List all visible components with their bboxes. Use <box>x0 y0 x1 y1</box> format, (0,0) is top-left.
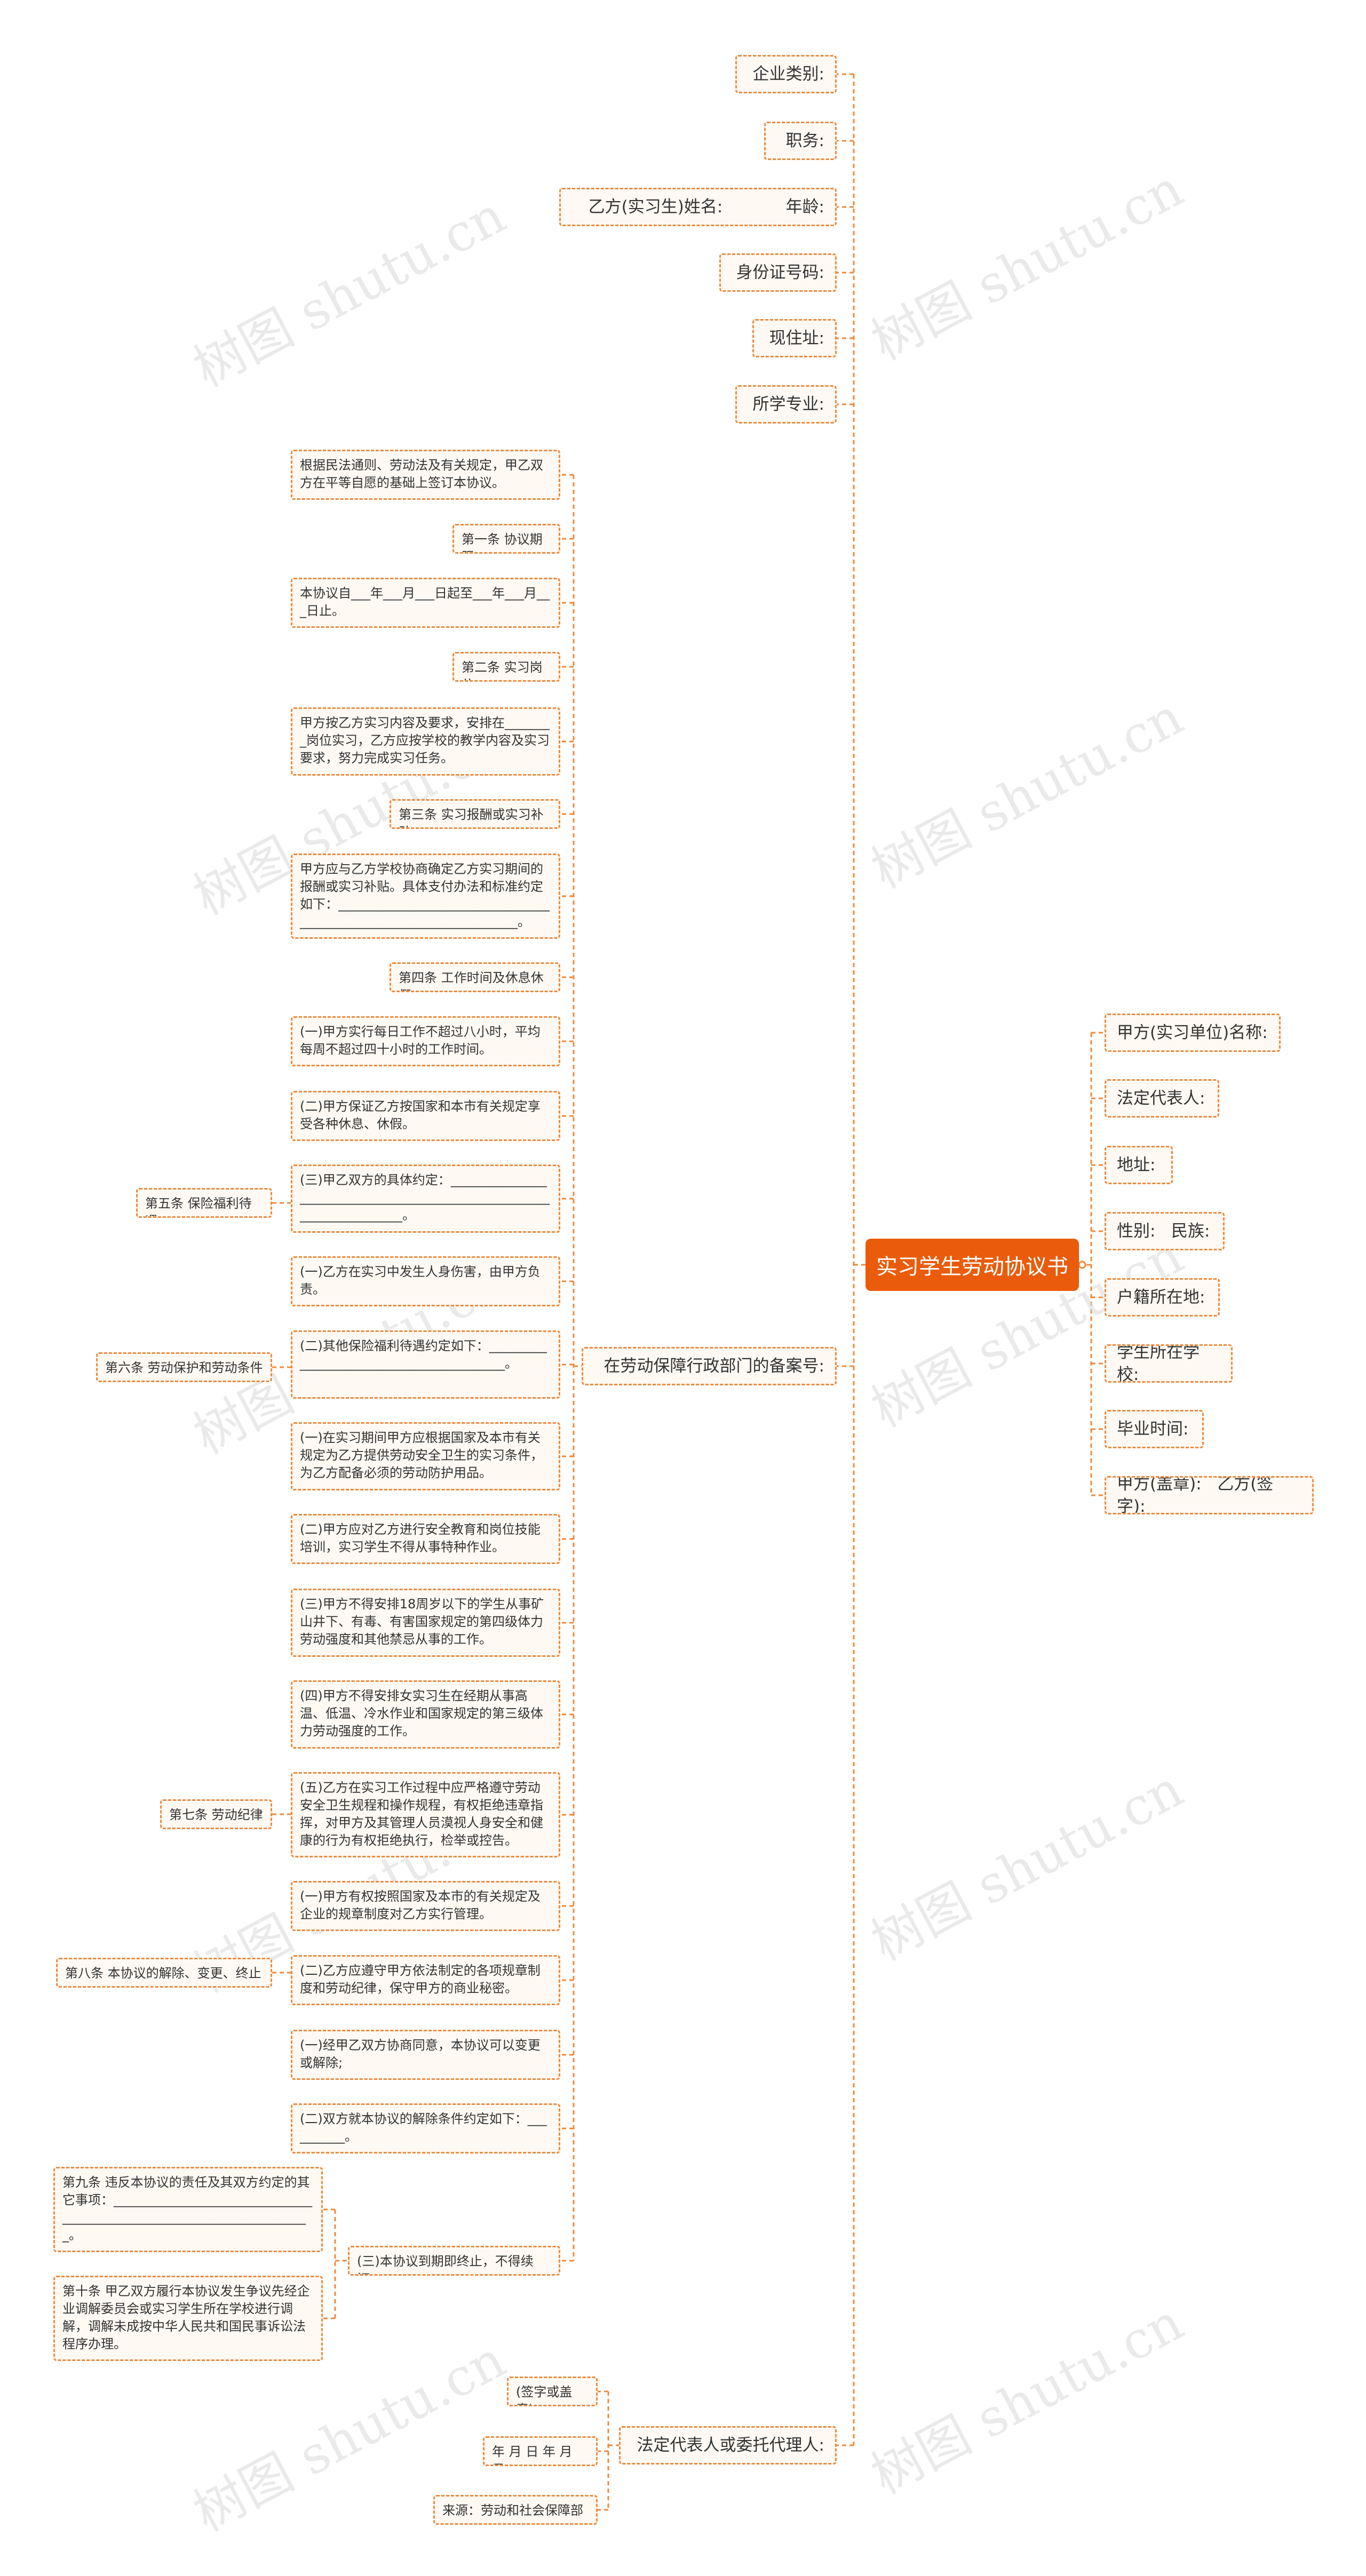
legal-rep-signature[interactable]: (签字或盖章) <box>507 2376 598 2406</box>
clause-expiry[interactable]: (三)本协议到期即终止，不得续订。 <box>348 2246 560 2276</box>
topic-graduation-date[interactable]: 毕业时间: <box>1105 1410 1204 1448</box>
topic-gender-ethnicity[interactable]: 性别: 民族: <box>1105 1212 1225 1250</box>
clause-safety-training[interactable]: (二)甲方应对乙方进行安全教育和岗位技能培训，实习学生不得从事特种作业。 <box>291 1514 560 1564</box>
legal-rep-date[interactable]: 年 月 日 年 月 日 <box>483 2436 598 2466</box>
clause-heading-3[interactable]: 第三条 实习报酬或实习补助 <box>390 799 560 829</box>
topic-enterprise-type[interactable]: 企业类别: <box>735 55 837 93</box>
root-topic[interactable]: 实习学生劳动协议书 <box>865 1239 1079 1291</box>
topic-student-school[interactable]: 学生所在学校: <box>1105 1344 1233 1383</box>
topic-party-a-name[interactable]: 甲方(实习单位)名称: <box>1105 1014 1281 1052</box>
clause-discipline[interactable]: (二)乙方应遵守甲方依法制定的各项规章制度和劳动纪律，保守甲方的商业秘密。 <box>291 1955 560 2005</box>
clause-management[interactable]: (一)甲方有权按照国家及本市的有关规定及企业的规章制度对乙方实行管理。 <box>291 1881 560 1931</box>
label-article-6[interactable]: 第六条 劳动保护和劳动条件 <box>96 1352 272 1382</box>
topic-current-address[interactable]: 现住址: <box>752 319 837 357</box>
clause-term[interactable]: 本协议自___年___月___日起至___年___月___日止。 <box>291 578 560 628</box>
topic-position[interactable]: 职务: <box>764 122 837 160</box>
topic-legal-representative[interactable]: 法定代表人: <box>1105 1079 1219 1118</box>
source-note[interactable]: 来源：劳动和社会保障部 <box>433 2495 598 2525</box>
clause-hours-agreement[interactable]: (三)甲乙双方的具体约定：___________________________… <box>291 1165 560 1233</box>
clause-remuneration[interactable]: 甲方应与乙方学校协商确定乙方实习期间的报酬或实习补贴。具体支付办法和标准约定如下… <box>291 854 560 939</box>
clause-female-interns[interactable]: (四)甲方不得安排女实习生在经期从事高温、低温、冷水作业和国家规定的第三级体力劳… <box>291 1680 560 1749</box>
topic-legal-rep-agent[interactable]: 法定代表人或委托代理人: <box>619 2426 837 2465</box>
clause-minors[interactable]: (三)甲方不得安排18周岁以下的学生从事矿山井下、有毒、有害国家规定的第四级体力… <box>291 1589 560 1657</box>
topic-record-number[interactable]: 在劳动保障行政部门的备案号: <box>582 1347 837 1385</box>
article-10[interactable]: 第十条 甲乙双方履行本协议发生争议先经企业调解委员会或实习学生所在学校进行调解，… <box>53 2276 323 2361</box>
label-article-7[interactable]: 第七条 劳动纪律 <box>160 1799 272 1829</box>
clause-heading-2[interactable]: 第二条 实习岗位 <box>452 652 560 682</box>
clause-modify[interactable]: (一)经甲乙双方协商同意，本协议可以变更或解除; <box>291 2030 560 2080</box>
clause-heading-1[interactable]: 第一条 协议期限 <box>452 524 560 554</box>
clause-safety-conditions[interactable]: (一)在实习期间甲方应根据国家及本市有关规定为乙方提供劳动安全卫生的实习条件，为… <box>291 1422 560 1490</box>
clause-preamble[interactable]: 根据民法通则、劳动法及有关规定，甲乙双方在平等自愿的基础上签订本协议。 <box>291 450 560 500</box>
article-9[interactable]: 第九条 违反本协议的责任及其双方约定的其它事项：________________… <box>53 2167 323 2252</box>
clause-injury[interactable]: (一)乙方在实习中发生人身伤害，由甲方负责。 <box>291 1256 560 1306</box>
topic-address[interactable]: 地址: <box>1105 1146 1173 1184</box>
clause-working-hours[interactable]: (一)甲方实行每日工作不超过八小时，平均每周不超过四十小时的工作时间。 <box>291 1016 560 1066</box>
clause-position[interactable]: 甲方按乙方实习内容及要求，安排在________岗位实习，乙方应按学校的教学内容… <box>291 707 560 776</box>
label-article-8[interactable]: 第八条 本协议的解除、变更、终止 <box>56 1958 272 1988</box>
topic-household-registration[interactable]: 户籍所在地: <box>1105 1278 1220 1317</box>
clause-other-insurance[interactable]: (二)其他保险福利待遇约定如下：________________________… <box>291 1330 560 1399</box>
topic-major[interactable]: 所学专业: <box>735 385 837 424</box>
clause-heading-4[interactable]: 第四条 工作时间及休息休假 <box>390 962 560 992</box>
label-article-5[interactable]: 第五条 保险福利待遇 <box>136 1188 272 1218</box>
topic-intern-name-age[interactable]: 乙方(实习生)姓名: 年龄: <box>559 188 837 226</box>
clause-rest-leave[interactable]: (二)甲方保证乙方按国家和本市有关规定享受各种休息、休假。 <box>291 1091 560 1141</box>
connector-dot <box>1078 1261 1086 1269</box>
topic-id-number[interactable]: 身份证号码: <box>719 253 837 292</box>
topic-signatures[interactable]: 甲方(盖章): 乙方(签字): <box>1105 1476 1314 1514</box>
clause-termination-conditions[interactable]: (二)双方就本协议的解除条件约定如下：__________。 <box>291 2103 560 2154</box>
clause-safety-rules[interactable]: (五)乙方在实习工作过程中应严格遵守劳动安全卫生规程和操作规程，有权拒绝违章指挥… <box>291 1772 560 1857</box>
